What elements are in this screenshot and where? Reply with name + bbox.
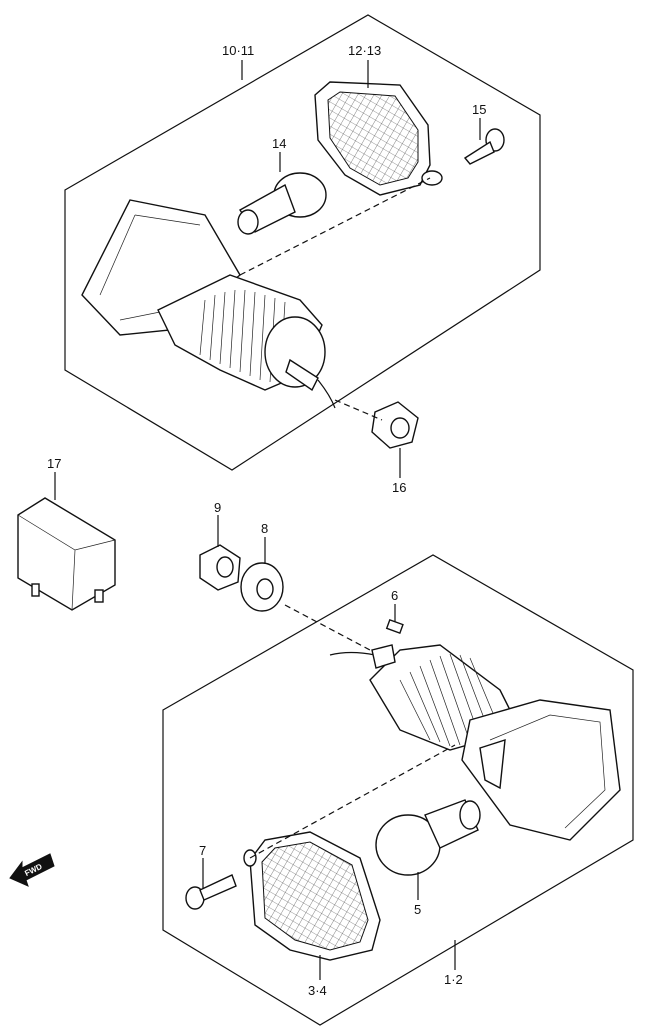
callout-9: 9: [214, 500, 221, 515]
upper-bulb: [237, 172, 327, 235]
lower-assembly-frame: [162, 554, 634, 1026]
callout-leaders: [54, 60, 481, 980]
upper-lens: [314, 81, 443, 196]
lower-bulb: [375, 799, 481, 876]
callout-10-11: 10·11: [222, 43, 254, 58]
callout-12-13: 12·13: [348, 43, 381, 58]
relay-unit: [17, 497, 116, 611]
lower-signal-housing: [329, 618, 621, 841]
callout-6: 6: [391, 588, 398, 603]
callout-8: 8: [261, 521, 268, 536]
nut-part: [199, 544, 241, 591]
callout-15: 15: [472, 102, 486, 117]
callout-1-2: 1·2: [444, 972, 463, 987]
callout-16: 16: [392, 480, 406, 495]
washer-part: [240, 562, 284, 612]
callout-3-4: 3·4: [308, 983, 327, 998]
callout-14: 14: [272, 136, 286, 151]
lower-screw: [185, 874, 237, 910]
lower-lens: [243, 831, 381, 961]
upper-signal-housing: [81, 199, 336, 409]
upper-nut: [371, 401, 419, 449]
upper-screw: [463, 128, 505, 165]
upper-assembly-frame: [64, 14, 541, 471]
callout-17: 17: [47, 456, 61, 471]
callout-7: 7: [199, 843, 206, 858]
forward-direction-arrow: FWD: [9, 853, 55, 887]
callout-5: 5: [414, 902, 421, 917]
